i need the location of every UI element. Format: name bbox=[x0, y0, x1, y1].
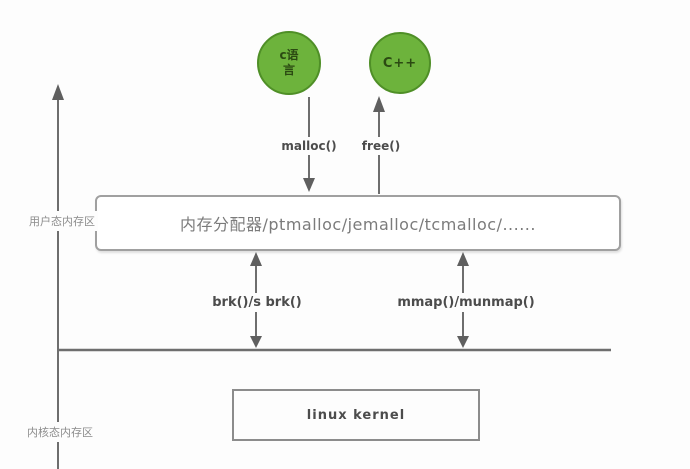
memory-allocator-label: 内存分配器/ptmalloc/jemalloc/tcmalloc/...... bbox=[180, 215, 536, 234]
kernel-space-region-label: 内核态内存区 bbox=[24, 422, 96, 442]
memory-allocator-box: 内存分配器/ptmalloc/jemalloc/tcmalloc/...... bbox=[95, 195, 621, 251]
cpp-node: C++ bbox=[369, 32, 431, 94]
mmap-label: mmap()/munmap() bbox=[393, 293, 539, 312]
user-space-region-label: 用户态内存区 bbox=[26, 211, 98, 231]
free-label: free() bbox=[357, 137, 405, 155]
linux-kernel-label: linux kernel bbox=[306, 407, 406, 423]
brk-label: brk()/s brk() bbox=[208, 293, 306, 312]
linux-kernel-box: linux kernel bbox=[232, 389, 480, 441]
c-language-node: c语 言 bbox=[257, 31, 321, 95]
cpp-label: C++ bbox=[382, 55, 418, 71]
malloc-label: malloc() bbox=[277, 137, 341, 155]
c-language-label-line2: 言 bbox=[282, 63, 295, 77]
c-language-label-line1: c语 bbox=[279, 48, 299, 62]
memory-axis-arrow bbox=[52, 84, 64, 469]
